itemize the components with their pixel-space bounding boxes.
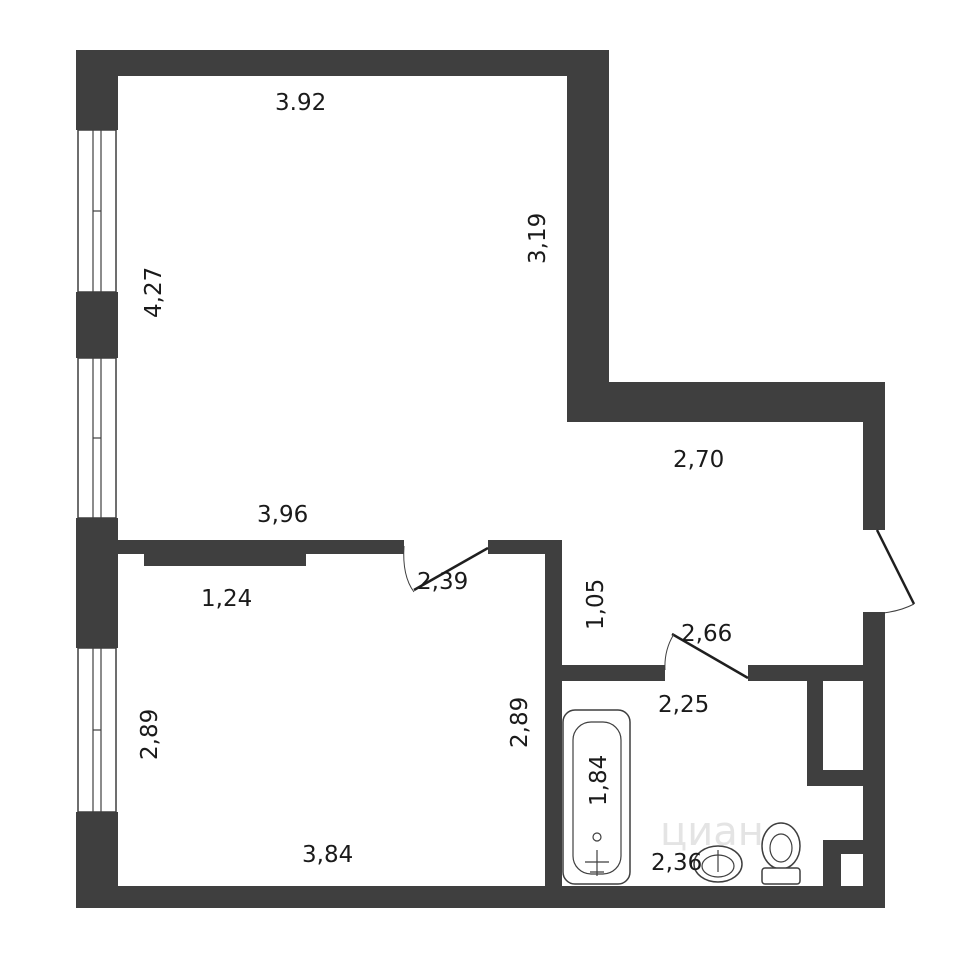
wall-living-right — [567, 50, 609, 422]
sink-icon — [693, 845, 743, 883]
wall-bedroom-right — [545, 540, 562, 886]
windows — [77, 129, 117, 813]
wall-shaft-left — [807, 665, 823, 785]
dim-corridor-length: 2,66 — [681, 621, 732, 647]
dim-corridor-width: 1,05 — [583, 579, 609, 630]
wall-partition-thick — [144, 552, 306, 566]
dim-door-gap: 2,39 — [417, 569, 468, 595]
bathtub — [562, 709, 631, 885]
wall-hall-top — [567, 382, 885, 422]
dim-bedroom-height-right: 2,89 — [507, 697, 533, 748]
walls — [76, 50, 885, 908]
dim-living-width-bottom: 3,96 — [257, 502, 308, 528]
dim-living-inner-right: 3,19 — [525, 213, 551, 264]
wall-top — [76, 50, 609, 76]
dim-bathroom-width: 2,25 — [658, 692, 709, 718]
door-bedroom — [403, 545, 489, 593]
wall-shaft-small-top — [823, 840, 865, 854]
doors — [403, 529, 916, 680]
wall-left-top — [76, 50, 118, 130]
dim-bathroom-bottom: 2,36 — [651, 850, 702, 876]
dim-bedroom-height-left: 2,89 — [137, 709, 163, 760]
dim-hall-width: 2,70 — [673, 447, 724, 473]
dim-living-width-top: 3.92 — [275, 90, 326, 116]
wall-shaft-bottom — [807, 770, 867, 786]
dim-bedroom-window-wall: 1,24 — [201, 586, 252, 612]
wall-partition-left — [118, 540, 404, 554]
door-entrance — [865, 529, 916, 615]
wall-right-lower — [863, 612, 885, 908]
watermark: циан — [660, 809, 764, 855]
dim-bedroom-width: 3,84 — [302, 842, 353, 868]
wall-left-mid — [76, 292, 118, 358]
wall-left-lower — [76, 518, 118, 648]
wall-bath-top-left — [545, 665, 665, 681]
dim-living-height-left: 4,27 — [141, 267, 167, 318]
window-living-lower — [77, 357, 117, 519]
toilet-icon — [761, 822, 801, 885]
wall-partition-right — [488, 540, 562, 554]
door-bathroom — [664, 632, 749, 680]
wall-bottom — [76, 886, 885, 908]
window-bedroom — [77, 647, 117, 813]
dim-bathtub-length: 1,84 — [586, 755, 612, 806]
window-living-upper — [77, 129, 117, 293]
wall-right-upper — [863, 382, 885, 530]
dimension-labels: 3.92 4,27 3,19 2,70 3,96 1,24 2,39 1,05 … — [137, 90, 732, 876]
